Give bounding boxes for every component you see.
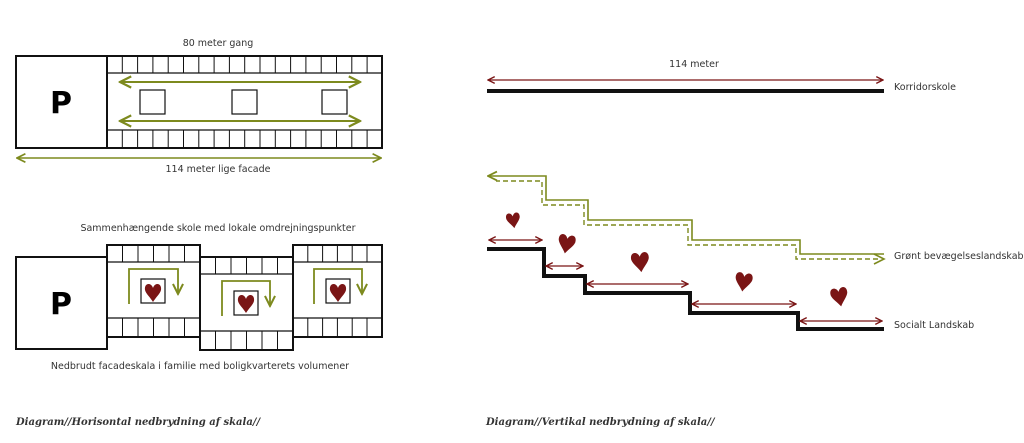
corridor-length-label: 80 meter gang bbox=[183, 38, 254, 49]
room-box bbox=[139, 89, 166, 115]
parking-block-top bbox=[15, 55, 108, 149]
heart-icon bbox=[733, 271, 754, 293]
heart-icon bbox=[556, 233, 577, 255]
heart-icon bbox=[829, 286, 850, 308]
room-box bbox=[321, 89, 348, 115]
green-loop-arrow bbox=[313, 268, 362, 304]
social-landscape-stairs bbox=[487, 247, 884, 331]
parking-block-bottom bbox=[15, 256, 108, 350]
heart-icon bbox=[630, 251, 651, 274]
corridor-school-plan: P bbox=[15, 55, 383, 149]
social-landscape-label: Socialt Landskab bbox=[894, 320, 974, 331]
green-loop-arrow bbox=[221, 280, 270, 316]
green-landscape-label: Grønt bevægelseslandskab bbox=[894, 251, 1024, 262]
caption-right: Diagram//Vertikal nedbrydning af skala// bbox=[485, 417, 716, 428]
green-loop-arrow bbox=[128, 268, 178, 304]
facade-length-label: 114 meter lige facade bbox=[165, 164, 270, 175]
room-box bbox=[231, 89, 258, 115]
facade-scale-label: Nedbrudt facadeskala i familie med bolig… bbox=[51, 361, 349, 372]
caption-left: Diagram//Horisontal nedbrydning af skala… bbox=[15, 417, 261, 428]
parking-letter-bottom: P bbox=[50, 287, 72, 322]
heart-icon bbox=[505, 212, 522, 230]
corridor-school-label: Korridorskole bbox=[894, 82, 956, 93]
length-label: 114 meter bbox=[669, 59, 719, 70]
green-movement-landscape bbox=[488, 176, 886, 265]
broken-scale-plan: P bbox=[15, 244, 383, 351]
connected-school-label: Sammenhængende skole med lokale omdrejni… bbox=[80, 223, 355, 234]
parking-letter-top: P bbox=[50, 86, 72, 121]
